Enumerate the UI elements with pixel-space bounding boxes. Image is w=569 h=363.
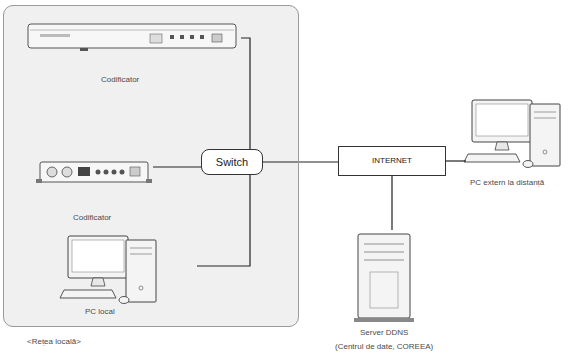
device-label: (Centrul de date, COREEA) xyxy=(335,342,433,352)
device-node: PC local xyxy=(59,233,197,321)
network-cable xyxy=(241,38,250,149)
network-cable xyxy=(263,161,338,162)
server-bay xyxy=(364,260,404,261)
device-label: Codificator xyxy=(101,75,139,85)
terminal xyxy=(112,170,117,175)
bnc-port xyxy=(62,167,72,177)
device-label: Server DDNS xyxy=(360,328,408,338)
encoder-body xyxy=(40,162,148,182)
nvr-button xyxy=(190,35,194,39)
terminal xyxy=(120,170,125,175)
network-cable xyxy=(153,166,201,167)
mount-tab xyxy=(146,179,152,183)
nvr-panel xyxy=(150,34,162,43)
device-label: PC extern la distanță xyxy=(470,178,544,188)
device-label: PC local xyxy=(85,307,115,317)
nvr-button xyxy=(170,35,174,39)
device-label: Codificator xyxy=(73,213,111,223)
server-tower xyxy=(354,234,414,322)
local-pc-figure xyxy=(60,236,156,304)
nvr-body xyxy=(28,24,236,48)
terminal xyxy=(104,170,109,175)
power-port xyxy=(130,167,140,176)
lan-port xyxy=(78,167,90,176)
nvr-device xyxy=(28,24,236,51)
nvr-edge xyxy=(30,30,234,31)
nvr-port xyxy=(212,34,222,42)
server-node: Server DDNS (Centrul de date, COREEA) xyxy=(328,230,460,356)
network-cable xyxy=(446,160,466,161)
remote-pc-figure xyxy=(464,100,560,168)
device-node: Codificator xyxy=(37,157,153,227)
box-label: INTERNET xyxy=(372,156,412,166)
nvr-foot xyxy=(80,48,88,51)
nvr-button xyxy=(200,35,204,39)
nvr-slot xyxy=(40,34,70,37)
server-base xyxy=(354,318,414,322)
encoder-device xyxy=(36,162,152,183)
switch-box: Switch xyxy=(201,149,263,175)
server-bay xyxy=(364,244,404,245)
server-bay xyxy=(364,252,404,253)
mount-tab xyxy=(36,179,42,183)
network-cable xyxy=(391,176,392,230)
network-cable xyxy=(197,175,250,266)
nvr-button xyxy=(180,35,184,39)
terminal xyxy=(96,170,101,175)
device-node: PC extern la distanță xyxy=(466,96,564,190)
region-caption: <Rețea locală> xyxy=(27,337,81,347)
local-network-ground xyxy=(3,5,299,327)
bnc-port xyxy=(47,167,57,177)
internet-box: INTERNET xyxy=(338,146,446,176)
network-region: <Rețea locală>CodificatorCodificatorPC l… xyxy=(3,5,299,327)
server-grill xyxy=(370,272,398,308)
device-node: Codificator xyxy=(27,19,241,89)
box-label: Switch xyxy=(216,157,248,167)
server-body xyxy=(358,234,410,318)
